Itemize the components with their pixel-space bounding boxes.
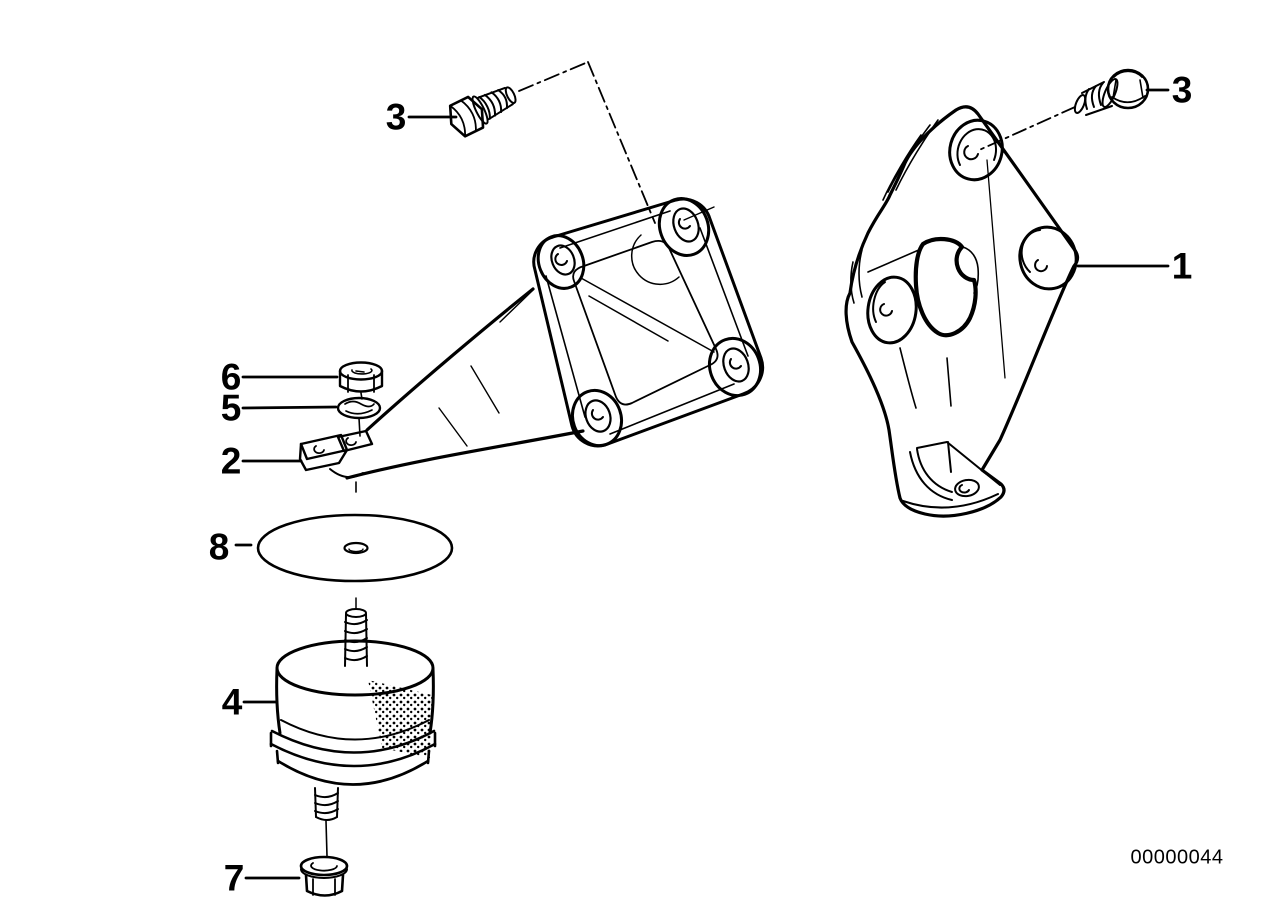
rubber-mount-cylinder xyxy=(269,597,437,857)
hex-bolt-upper-left xyxy=(448,86,517,138)
shield-disc xyxy=(256,513,454,583)
flange-nut xyxy=(299,855,349,897)
callout-5[interactable]: 5 xyxy=(220,387,242,429)
clamp-bracket xyxy=(298,429,374,493)
callout-3-upper-left[interactable]: 3 xyxy=(385,96,407,138)
hex-bolt-upper-right xyxy=(1073,68,1150,116)
bolt-axis-lines xyxy=(518,61,1076,379)
engine-support-bracket-center xyxy=(345,197,765,480)
callout-8[interactable]: 8 xyxy=(208,526,230,568)
callout-6[interactable]: 6 xyxy=(220,356,242,398)
callout-3-upper-right[interactable]: 3 xyxy=(1171,69,1193,111)
callout-1[interactable]: 1 xyxy=(1171,245,1193,287)
callout-4[interactable]: 4 xyxy=(221,681,243,723)
callout-7[interactable]: 7 xyxy=(223,857,245,899)
washer xyxy=(336,396,382,420)
doc-number: 00000044 xyxy=(1130,846,1224,869)
leader-lines xyxy=(234,88,1170,880)
hex-nut xyxy=(338,361,384,393)
callout-2[interactable]: 2 xyxy=(220,440,242,482)
support-bracket-right xyxy=(844,105,1080,518)
